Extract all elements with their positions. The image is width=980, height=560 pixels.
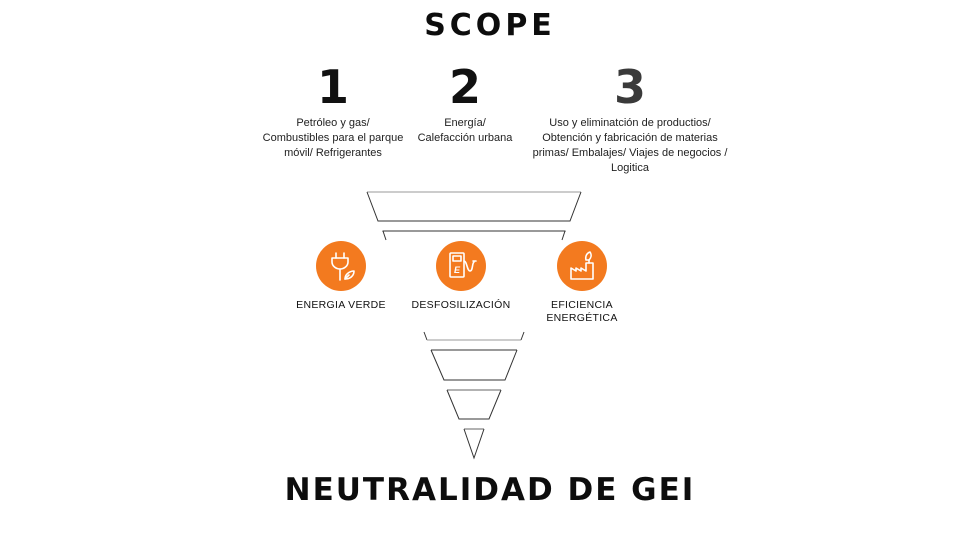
action-eficiencia-energetica: EFICIENCIA ENERGÉTICA [521,241,643,325]
scope-1-number: 1 [316,60,349,114]
action-energia-verde: ENERGIA VERDE [280,241,402,312]
action-label: EFICIENCIA ENERGÉTICA [546,299,618,324]
action-desfosilizacion: E DESFOSILIZACIÓN [400,241,522,312]
fuel-pump-icon: E [436,241,486,291]
footer-title: NEUTRALIDAD DE GEI [284,472,696,508]
scope-3: 3 Uso y eliminatción de productios/ Obte… [515,62,745,176]
scope-3-number: 3 [613,60,646,114]
scope-3-description: Uso y eliminatción de productios/ Obtenc… [532,117,728,174]
diagram-title: SCOPE [424,8,556,43]
action-label: ENERGIA VERDE [296,299,386,311]
svg-text:E: E [454,265,461,275]
scope-2-number: 2 [448,60,481,114]
factory-leaf-icon [557,241,607,291]
scope-1: 1 Petróleo y gas/ Combustibles para el p… [243,62,423,161]
plug-leaf-icon [316,241,366,291]
action-label: DESFOSILIZACIÓN [411,299,511,311]
scope-2: 2 Energía/ Calefacción urbana [405,62,525,146]
scope-2-description: Energía/ Calefacción urbana [417,117,513,144]
scope-1-description: Petróleo y gas/ Combustibles para el par… [262,117,404,159]
